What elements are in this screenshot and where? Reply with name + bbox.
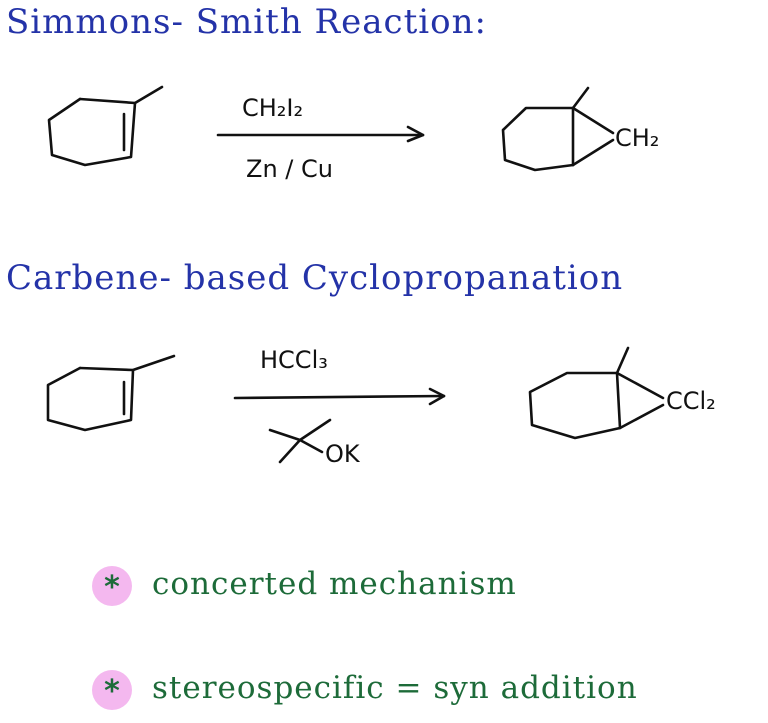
bullet-star-icon: * xyxy=(92,566,132,606)
product-2-bicyclic xyxy=(528,346,665,440)
reagent-2-below: OK xyxy=(325,440,360,468)
reaction-arrow-1 xyxy=(216,125,425,143)
reagent-1-above: CH₂I₂ xyxy=(242,94,304,122)
tert-butyl-skeleton xyxy=(268,418,332,464)
product-1-group: CH₂ xyxy=(615,124,660,152)
reactant-1-methylcyclohexene xyxy=(47,85,164,167)
reaction-arrow-2 xyxy=(233,387,446,406)
product-2-group: CCl₂ xyxy=(666,387,716,415)
bullet-star-icon: * xyxy=(92,670,132,710)
cyclopropanation-title: Carbene- based Cyclopropanation xyxy=(6,258,624,298)
product-1-bicyclic xyxy=(501,86,615,172)
reactant-2-methylcyclohexene xyxy=(46,354,176,432)
reagent-2-above: HCCl₃ xyxy=(260,346,328,374)
note-stereospecific: stereospecific = syn addition xyxy=(152,670,638,706)
reagent-1-below: Zn / Cu xyxy=(246,155,333,183)
simmons-smith-title: Simmons- Smith Reaction: xyxy=(6,2,487,42)
note-concerted: concerted mechanism xyxy=(152,566,517,602)
